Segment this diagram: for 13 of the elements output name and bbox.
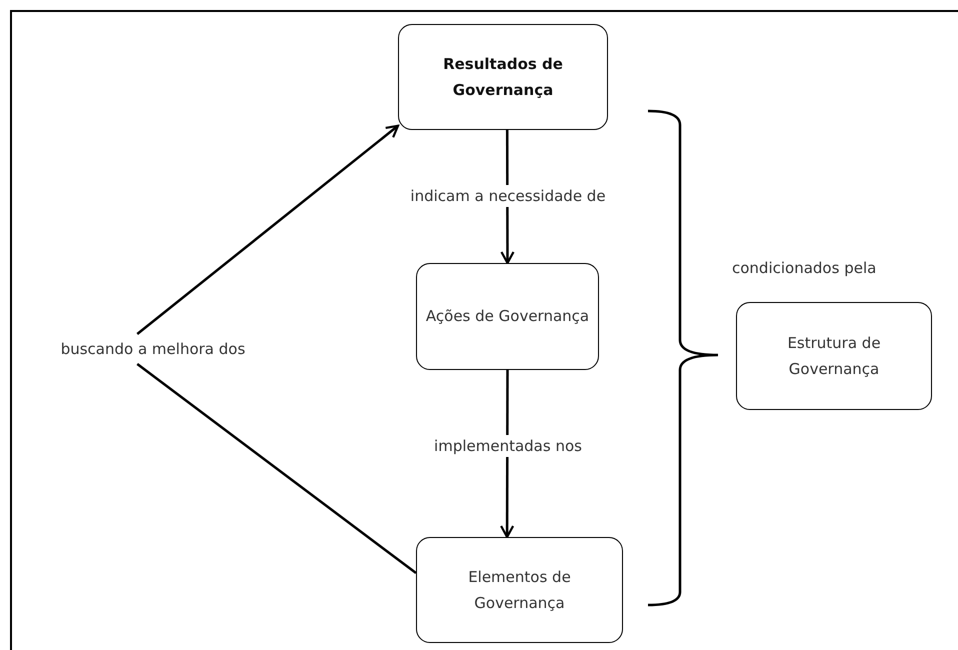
node-text: buscando a melhora dos	[60, 338, 246, 360]
connector-line	[136, 363, 417, 574]
node-text: Resultados de Governança	[442, 54, 564, 101]
process-box	[736, 302, 932, 410]
node-text: Elementos de Governança	[467, 566, 572, 614]
note-label: condicionados pela	[732, 259, 876, 277]
process-box	[416, 263, 599, 370]
process-box	[416, 537, 623, 643]
node-text: Ações de Governança	[426, 306, 590, 328]
process-box	[398, 24, 608, 130]
arrow	[500, 370, 514, 538]
arrow	[136, 124, 400, 335]
node-text: Estrutura de Governança	[786, 332, 882, 380]
